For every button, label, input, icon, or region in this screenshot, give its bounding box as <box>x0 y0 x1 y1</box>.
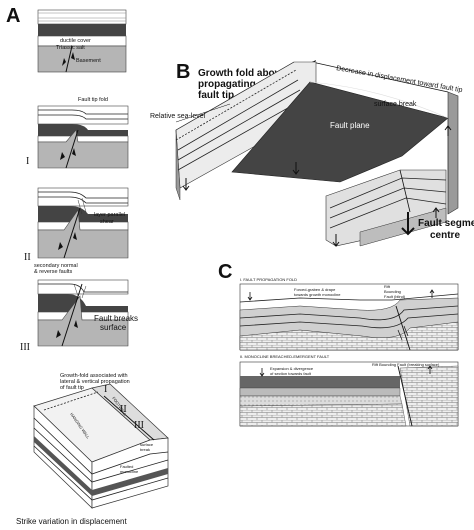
panel-a-letter: A <box>6 5 20 27</box>
label-decrease-displacement: Decrease in displacement toward fault ti… <box>336 65 463 94</box>
label-triassic-salt: Triassic salt <box>56 45 85 51</box>
c2-note-2: of section towards fault <box>270 371 312 376</box>
label-fault-plane: Fault plane <box>330 121 370 130</box>
panel-c-letter: C <box>218 261 232 283</box>
panel-a-stage-2-section <box>37 187 129 259</box>
stage-label-I: I <box>26 156 29 167</box>
c1-rift-1: Rift <box>384 284 391 289</box>
label-fault-segment-1: Fault segment <box>418 218 474 229</box>
label-b-growth-fold-3: fault tip <box>198 90 234 101</box>
label-fault-breaks-1: Fault breaks <box>94 314 138 323</box>
panel-a-block-diagram <box>33 383 169 509</box>
label-basement: Basement <box>76 58 101 64</box>
panel-b-block-diagram <box>175 60 459 247</box>
label-growth-fold-2: lateral & vertical propagation <box>60 379 130 385</box>
panel-c-title-1: I. FAULT PROPAGATION FOLD <box>240 277 297 282</box>
label-surface-break-1: surface <box>140 442 154 447</box>
label-b-growth-fold-2: propagating <box>198 79 256 90</box>
panel-b-letter: B <box>176 61 190 83</box>
c1-rift-3: Fault (blind) <box>384 294 406 299</box>
label-strike-variation: Strike variation in displacement <box>16 517 127 526</box>
label-faulted-2: monocline <box>120 469 139 474</box>
c1-note-2: towards growth monocline <box>294 292 341 297</box>
c2-rift: Rift Bounding Fault (breaking surface) <box>372 362 440 367</box>
label-secondary-faults-2: & reverse faults <box>34 269 72 275</box>
panel-c-section-2 <box>239 361 459 427</box>
label-fault-tip-fold: Fault tip fold <box>78 97 108 103</box>
label-growth-fold-3: of fault tip <box>60 385 84 391</box>
panel-c-section-1 <box>239 283 459 351</box>
label-fault-breaks-2: surface <box>100 323 127 332</box>
block-stage-I: I <box>104 384 107 395</box>
block-stage-III: III <box>134 420 144 431</box>
label-surface-break: surface break <box>374 101 417 108</box>
panel-c-title-2: II. MONOCLINE BREACHED-EMERGENT FAULT <box>240 354 330 359</box>
panel-a-initial-section <box>37 9 127 73</box>
label-ductile-cover: ductile cover <box>60 38 91 44</box>
c1-note-1: Forced-graben & drape <box>294 287 336 292</box>
label-surface-break-2: break <box>140 447 150 452</box>
label-b-growth-fold-1: Growth fold above <box>198 68 286 79</box>
label-secondary-faults-1: secondary normal <box>34 263 78 269</box>
label-fault-segment-2: centre <box>430 230 460 241</box>
c2-note-1: Expansion & divergence <box>270 366 314 371</box>
label-faulted-1: Faulted <box>120 464 133 469</box>
stage-label-III: III <box>20 342 30 353</box>
label-layer-parallel: layer parallel <box>94 212 125 218</box>
label-relative-sea-level: Relative sea-level <box>150 113 206 120</box>
panel-a-stage-3-section <box>37 279 129 347</box>
panel-a-stage-1-section <box>37 105 129 169</box>
c1-rift-2: Bounding <box>384 289 401 294</box>
stage-label-II: II <box>24 252 31 263</box>
label-shear: shear <box>100 219 114 225</box>
block-stage-II: II <box>120 404 127 415</box>
label-growth-fold-1: Growth-fold associated with <box>60 373 128 379</box>
